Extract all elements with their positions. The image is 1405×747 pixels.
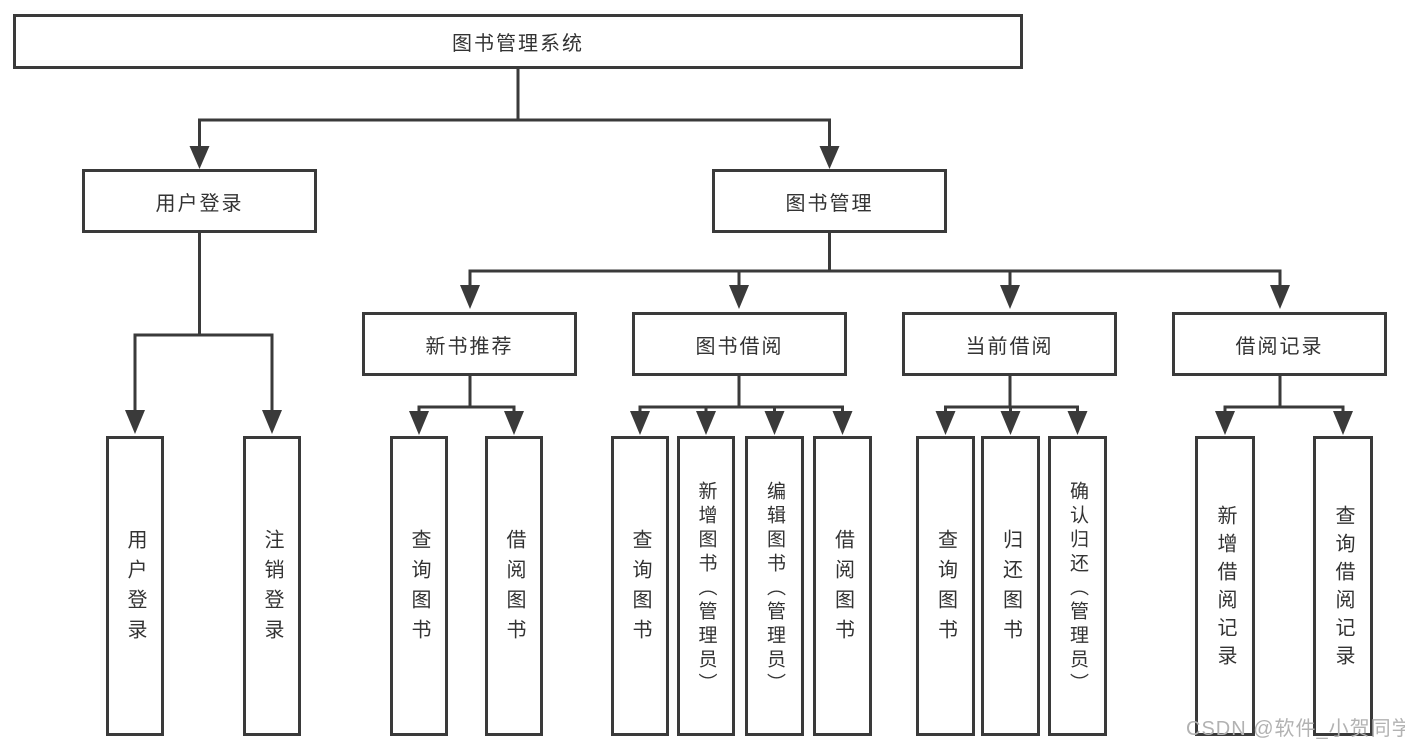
leaf-logout: 注销登录: [243, 436, 301, 736]
leaf-return-books: 归还图书: [981, 436, 1040, 736]
node-new-book-recommend: 新书推荐: [362, 312, 577, 376]
leaf-add-books-admin: 新增图书（管理员）: [677, 436, 735, 736]
connector-newrec-children: [409, 376, 524, 435]
connector-root-to-level2: [189, 69, 840, 169]
leaf-borrow-books-recommend: 借阅图书: [485, 436, 543, 736]
node-book-management: 图书管理: [712, 169, 947, 233]
node-library-management-system: 图书管理系统: [13, 14, 1023, 69]
connector-records-children: [1215, 376, 1353, 435]
leaf-borrow-books: 借阅图书: [813, 436, 872, 736]
leaf-confirm-return-admin: 确认归还（管理员）: [1048, 436, 1107, 736]
leaf-user-login: 用户登录: [106, 436, 164, 736]
node-borrow-records: 借阅记录: [1172, 312, 1387, 376]
leaf-query-books-current: 查询图书: [916, 436, 975, 736]
connector-login-children: [125, 233, 282, 434]
connector-current-children: [935, 376, 1088, 435]
leaf-query-books-borrow: 查询图书: [611, 436, 669, 736]
leaf-add-borrow-record: 新增借阅记录: [1195, 436, 1255, 736]
connector-borrow-children: [630, 376, 853, 435]
node-book-borrow: 图书借阅: [632, 312, 847, 376]
leaf-query-borrow-record: 查询借阅记录: [1313, 436, 1373, 736]
node-current-borrow: 当前借阅: [902, 312, 1117, 376]
leaf-edit-books-admin: 编辑图书（管理员）: [745, 436, 804, 736]
leaf-query-books-recommend: 查询图书: [390, 436, 448, 736]
node-user-login: 用户登录: [82, 169, 317, 233]
connector-mgmt-to-level3: [460, 233, 1290, 309]
csdn-watermark: CSDN @软件_小贺同学: [1186, 718, 1405, 740]
